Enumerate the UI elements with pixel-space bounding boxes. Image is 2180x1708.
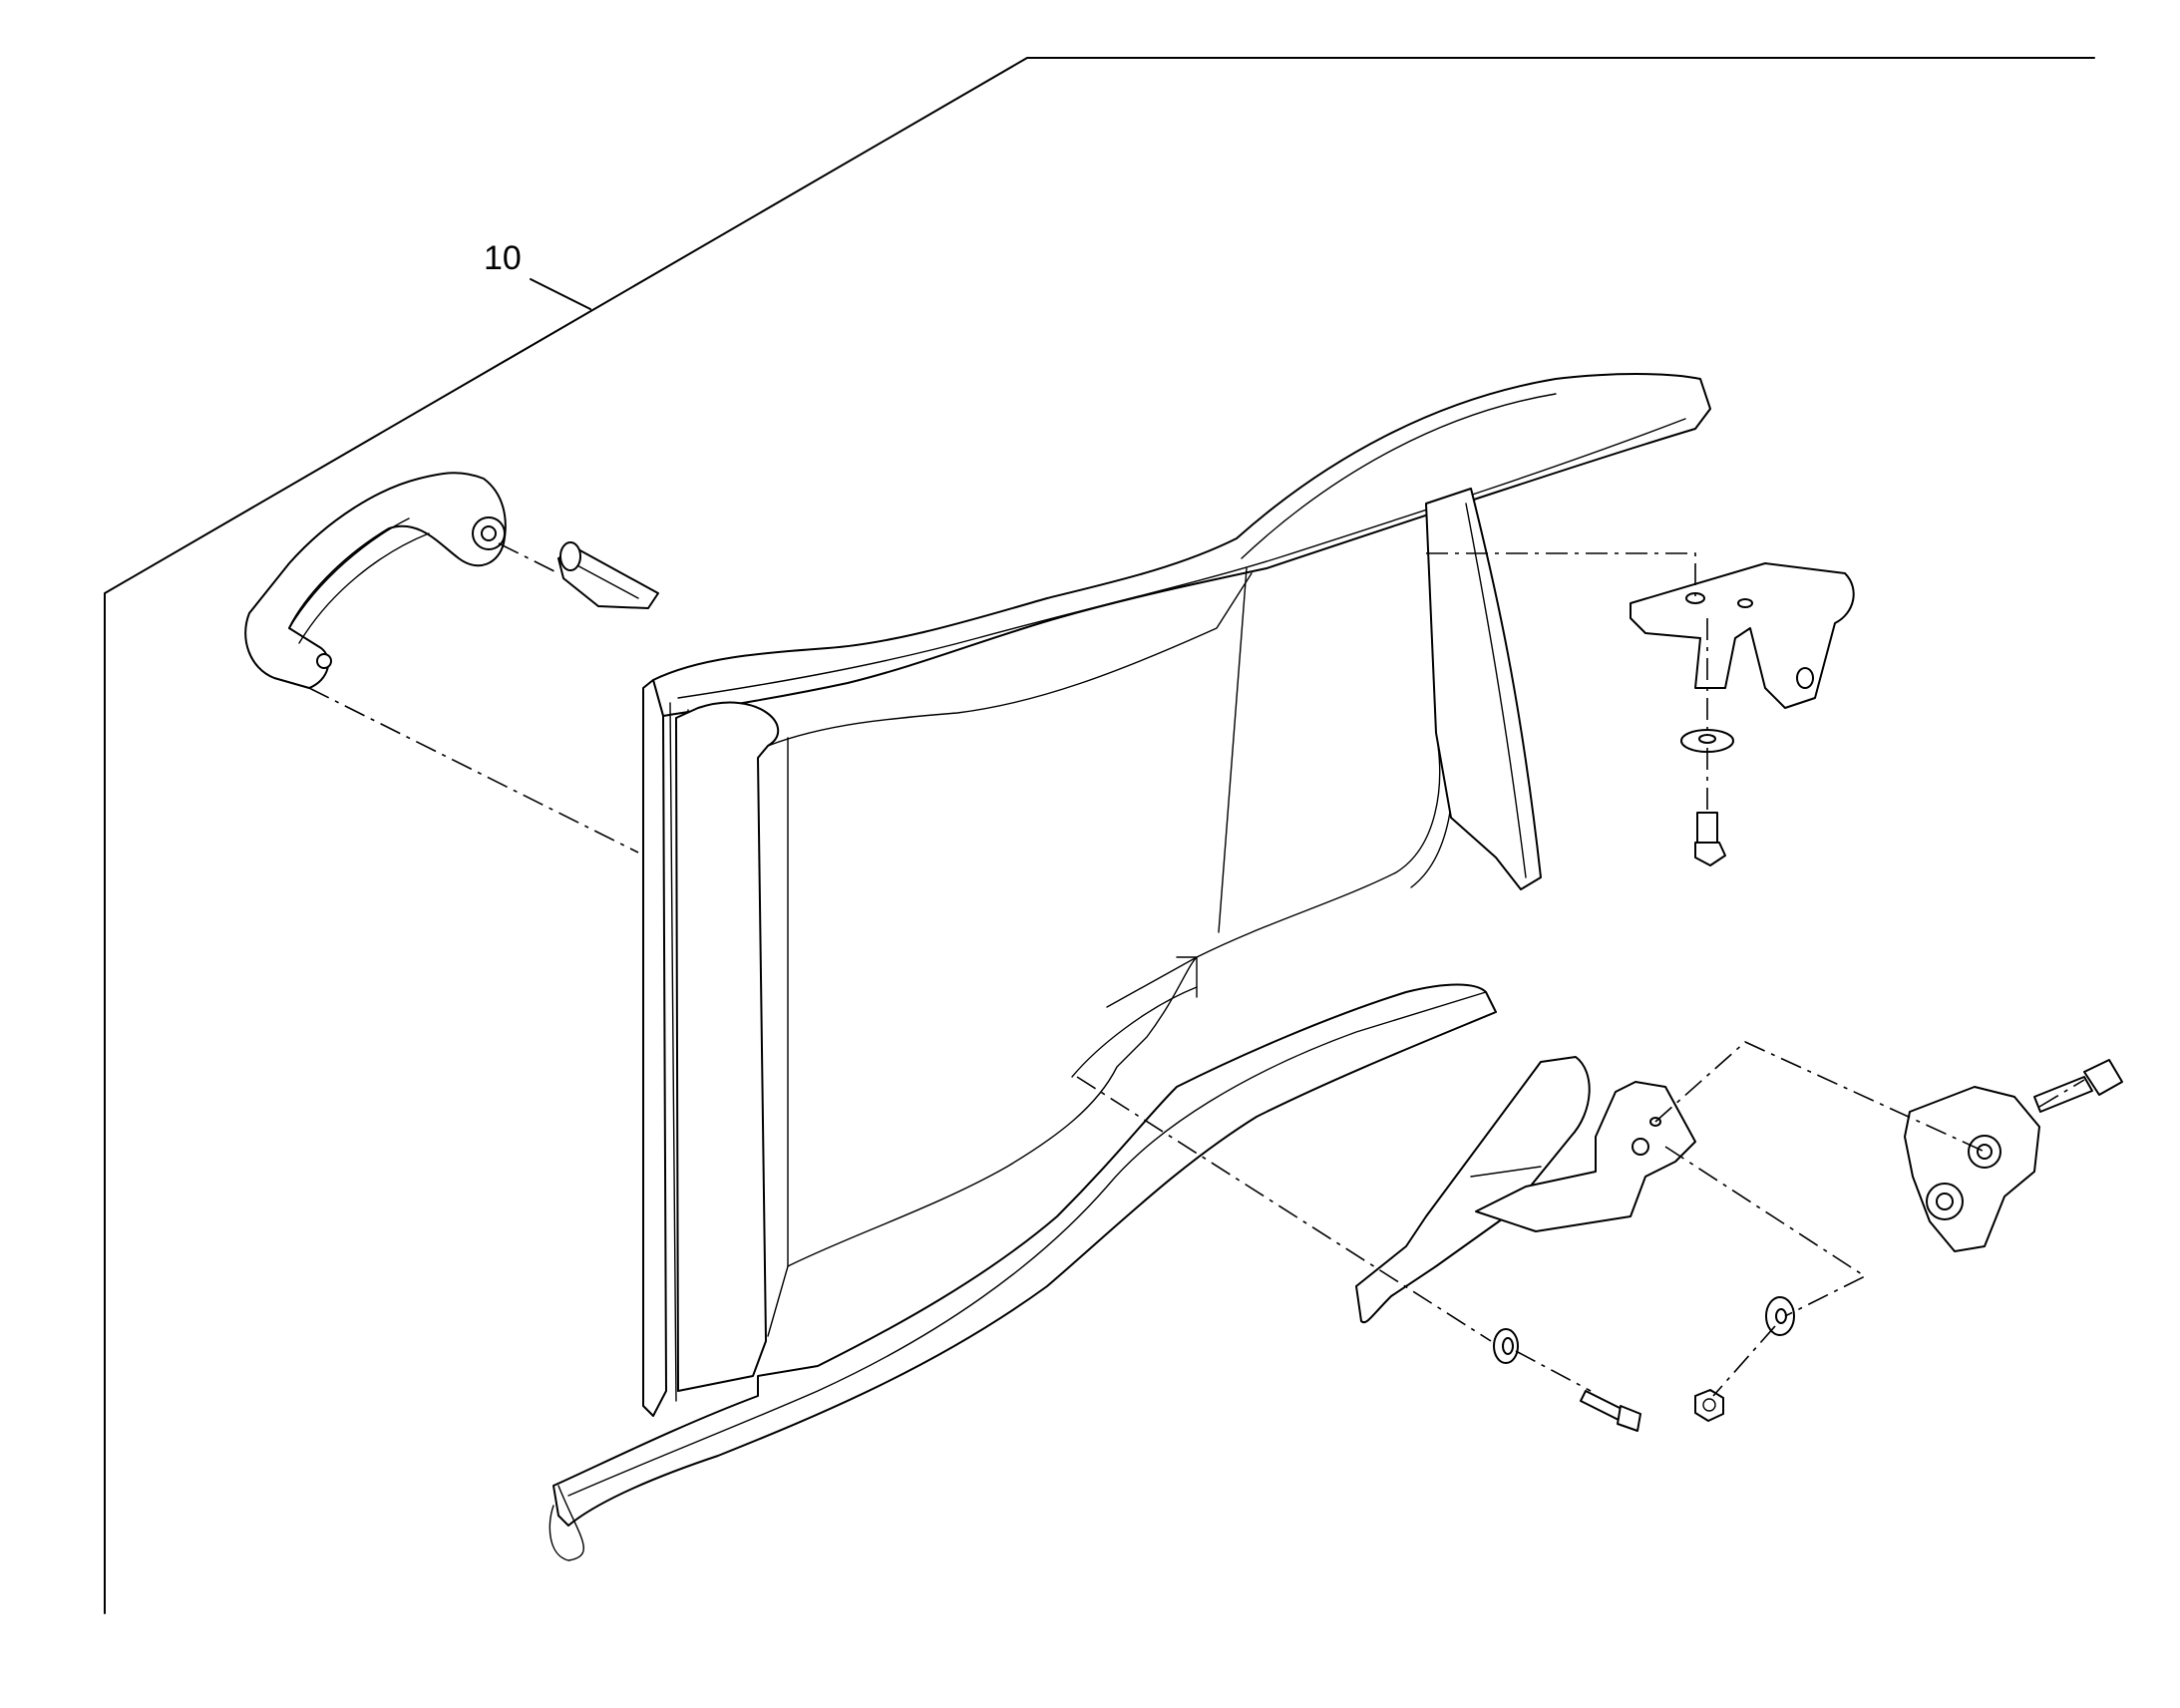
lower-hinge-bracket-plate <box>1355 1056 1591 1324</box>
door-latch <box>1904 1086 2040 1252</box>
assembly-bracket-outline <box>104 57 2095 1614</box>
door-frame <box>548 373 1711 1561</box>
lower-bolt-left <box>1580 1390 1641 1432</box>
latch-bolt <box>2033 1059 2123 1113</box>
lower-washer-left <box>1493 1328 1519 1364</box>
lower-hinge-bracket-angle <box>1475 1081 1696 1232</box>
door-handle <box>244 472 507 689</box>
assembly-centerlines <box>308 542 2085 1397</box>
callout-10[interactable]: 10 <box>484 239 591 310</box>
upper-mounting-bracket <box>1630 562 1855 709</box>
lower-washer-right <box>1765 1296 1795 1336</box>
callout-leader-line <box>530 278 591 310</box>
handle-clip <box>557 541 659 609</box>
upper-bolt <box>1694 812 1726 866</box>
lower-nut <box>1694 1389 1724 1422</box>
callout-label: 10 <box>484 239 522 277</box>
